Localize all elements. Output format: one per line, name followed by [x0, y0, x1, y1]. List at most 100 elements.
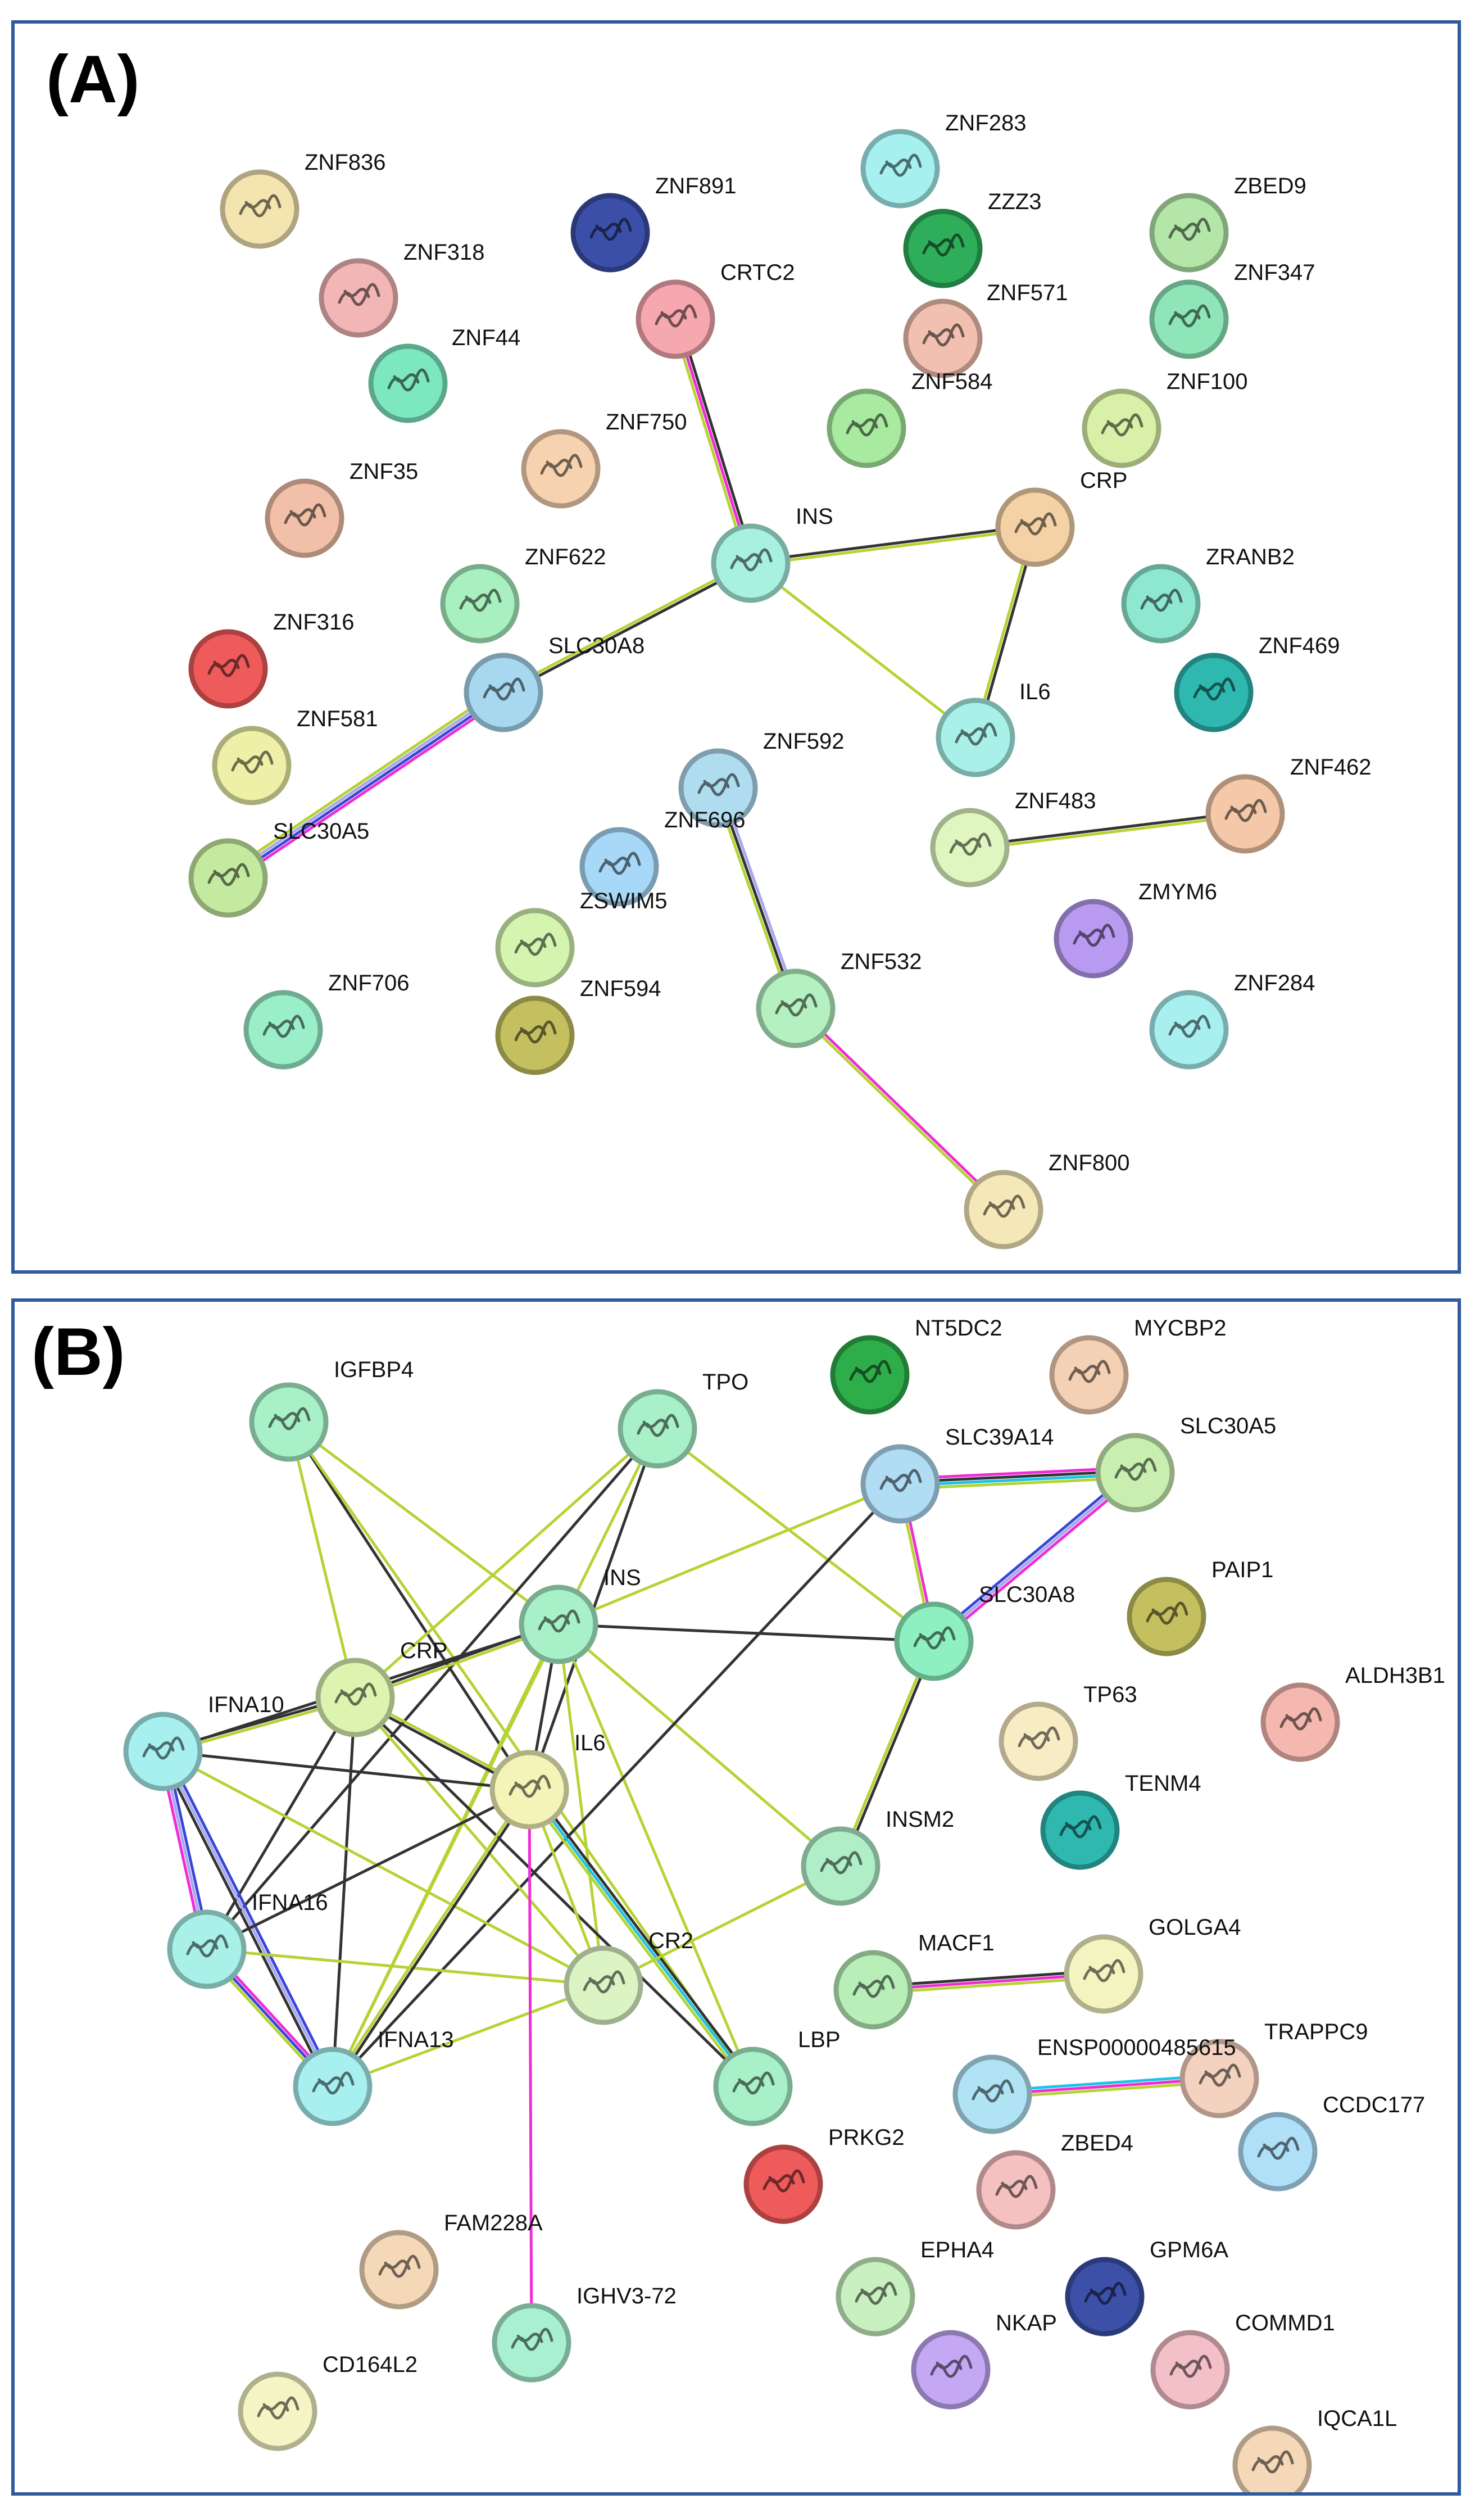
node-znf44[interactable]: ZNF44 [368, 325, 520, 423]
node-znf316[interactable]: ZNF316 [188, 610, 355, 709]
node-cr2[interactable]: CR2 [564, 1928, 693, 2025]
node-ighv3-72[interactable]: IGHV3-72 [492, 2284, 677, 2383]
node-znf594[interactable]: ZNF594 [495, 976, 661, 1075]
node-slc39a14[interactable]: SLC39A14 [860, 1425, 1054, 1524]
node-circle[interactable] [743, 2144, 823, 2224]
node-circle[interactable] [188, 838, 268, 918]
node-ensp00000485615[interactable]: ENSP00000485615 [952, 2035, 1236, 2134]
node-tp63[interactable]: TP63 [999, 1682, 1137, 1781]
node-circle[interactable] [1054, 899, 1133, 979]
node-nt5dc2[interactable]: NT5DC2 [830, 1316, 1002, 1415]
node-znf836[interactable]: ZNF836 [220, 150, 386, 249]
node-circle[interactable] [319, 258, 398, 338]
node-crp[interactable]: CRP [315, 1638, 447, 1737]
node-znf696[interactable]: ZNF696 [579, 808, 746, 907]
node-circle[interactable] [519, 1585, 598, 1664]
node-znf283[interactable]: ZNF283 [860, 111, 1027, 209]
node-paip1[interactable]: PAIP1 [1127, 1558, 1273, 1656]
node-circle[interactable] [999, 1701, 1078, 1781]
node-macf1[interactable]: MACF1 [833, 1931, 995, 2030]
node-circle[interactable] [368, 343, 448, 423]
node-trappc9[interactable]: TRAPPC9 [1179, 2020, 1368, 2118]
node-circle[interactable] [495, 908, 575, 988]
node-circle[interactable] [711, 523, 791, 603]
node-circle[interactable] [489, 1750, 569, 1830]
node-commd1[interactable]: COMMD1 [1150, 2311, 1335, 2410]
node-ins[interactable]: INS [711, 504, 833, 603]
node-circle[interactable] [1049, 1335, 1129, 1415]
node-circle[interactable] [492, 2303, 571, 2383]
node-circle[interactable] [243, 990, 323, 1070]
node-circle[interactable] [678, 748, 758, 828]
node-znf891[interactable]: ZNF891 [570, 174, 737, 273]
node-circle[interactable] [713, 2047, 793, 2126]
node-circle[interactable] [860, 129, 940, 209]
node-cd164l2[interactable]: CD164L2 [238, 2352, 417, 2451]
node-circle[interactable] [564, 1945, 643, 2025]
node-circle[interactable] [359, 2230, 439, 2310]
node-slc30a8[interactable]: SLC30A8 [464, 633, 645, 732]
node-circle[interactable] [570, 193, 650, 273]
node-ccdc177[interactable]: CCDC177 [1238, 2093, 1425, 2192]
node-ifna13[interactable]: IFNA13 [293, 2027, 454, 2126]
node-circle[interactable] [123, 1712, 203, 1791]
node-circle[interactable] [995, 487, 1075, 567]
node-circle[interactable] [440, 564, 520, 644]
node-zranb2[interactable]: ZRANB2 [1121, 545, 1295, 644]
node-circle[interactable] [860, 1444, 940, 1524]
node-igfbp4[interactable]: IGFBP4 [249, 1357, 414, 1462]
node-circle[interactable] [1065, 2257, 1145, 2337]
node-znf35[interactable]: ZNF35 [265, 459, 418, 558]
node-znf469[interactable]: ZNF469 [1174, 633, 1340, 732]
node-circle[interactable] [618, 1389, 697, 1469]
node-il6[interactable]: IL6 [489, 1731, 606, 1830]
node-circle[interactable] [827, 388, 906, 468]
node-circle[interactable] [521, 429, 601, 509]
node-znf581[interactable]: ZNF581 [212, 707, 378, 805]
node-circle[interactable] [1127, 1577, 1206, 1656]
node-circle[interactable] [579, 827, 659, 907]
node-golga4[interactable]: GOLGA4 [1064, 1915, 1241, 2014]
node-slc30a5[interactable]: SLC30A5 [1095, 1414, 1276, 1513]
node-circle[interactable] [636, 279, 715, 359]
node-tenm4[interactable]: TENM4 [1040, 1771, 1201, 1870]
node-circle[interactable] [911, 2330, 991, 2410]
node-iqca1l[interactable]: IQCA1L [1232, 2406, 1397, 2492]
node-aldh3b1[interactable]: ALDH3B1 [1260, 1663, 1445, 1762]
node-circle[interactable] [1238, 2112, 1318, 2192]
node-znf532[interactable]: ZNF532 [756, 949, 922, 1048]
node-znf100[interactable]: ZNF100 [1082, 369, 1248, 468]
node-circle[interactable] [315, 1658, 395, 1737]
node-circle[interactable] [1121, 564, 1201, 644]
node-circle[interactable] [1149, 990, 1229, 1070]
node-circle[interactable] [1179, 2039, 1259, 2118]
node-circle[interactable] [801, 1826, 881, 1906]
node-circle[interactable] [1260, 1682, 1340, 1762]
node-circle[interactable] [756, 968, 836, 1048]
node-circle[interactable] [220, 169, 299, 249]
node-fam228a[interactable]: FAM228A [359, 2211, 543, 2310]
node-znf347[interactable]: ZNF347 [1149, 260, 1315, 359]
node-circle[interactable] [833, 1950, 913, 2030]
node-prkg2[interactable]: PRKG2 [743, 2125, 905, 2224]
node-znf462[interactable]: ZNF462 [1205, 755, 1372, 854]
node-ins[interactable]: INS [519, 1565, 641, 1664]
node-epha4[interactable]: EPHA4 [836, 2238, 994, 2337]
node-zswim5[interactable]: ZSWIM5 [495, 889, 668, 988]
node-circle[interactable] [976, 2150, 1056, 2230]
node-circle[interactable] [1095, 1433, 1175, 1513]
node-circle[interactable] [249, 1382, 329, 1462]
node-circle[interactable] [1174, 653, 1254, 732]
node-circle[interactable] [293, 2047, 373, 2126]
node-circle[interactable] [930, 808, 1010, 888]
node-lbp[interactable]: LBP [713, 2027, 841, 2126]
node-circle[interactable] [836, 2257, 915, 2337]
node-nkap[interactable]: NKAP [911, 2311, 1057, 2410]
node-circle[interactable] [936, 698, 1015, 777]
node-znf584[interactable]: ZNF584 [827, 369, 993, 468]
node-znf592[interactable]: ZNF592 [678, 729, 845, 828]
node-circle[interactable] [1149, 279, 1229, 359]
node-circle[interactable] [964, 1170, 1043, 1250]
node-znf284[interactable]: ZNF284 [1149, 971, 1315, 1070]
node-circle[interactable] [1149, 193, 1229, 273]
